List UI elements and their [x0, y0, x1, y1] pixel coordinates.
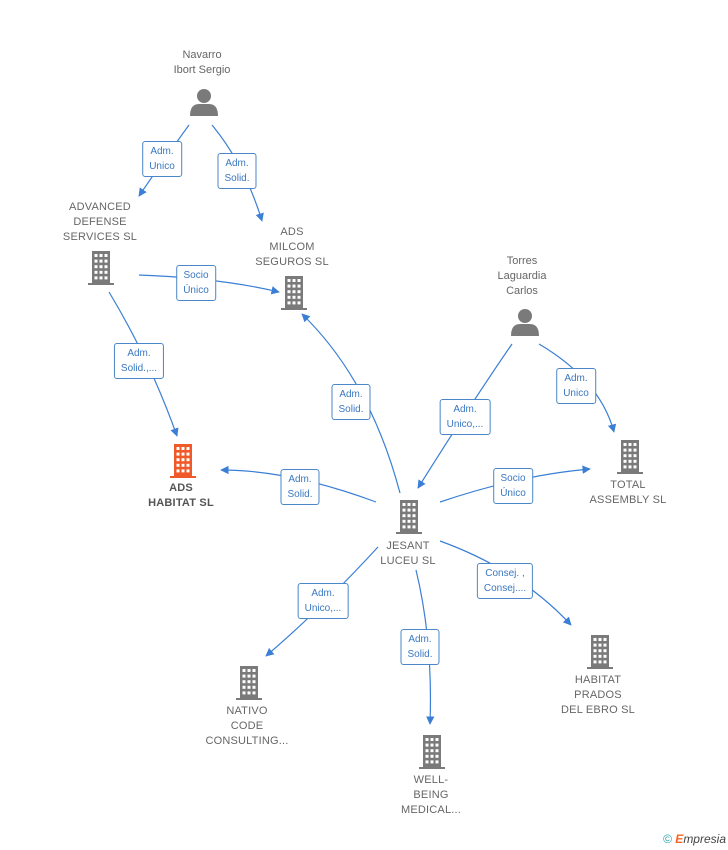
brand-logo[interactable]: Empresia	[675, 832, 726, 846]
building-icon-prados[interactable]	[587, 635, 613, 669]
node-label-prados[interactable]: HABITAT PRADOS DEL EBRO SL	[561, 674, 635, 716]
copyright-symbol: ©	[663, 832, 672, 846]
building-icon-wellbeing[interactable]	[419, 735, 445, 769]
edge-label-jesant-to-wellbeing[interactable]: Adm. Solid.	[400, 629, 440, 665]
node-label-habitat[interactable]: ADS HABITAT SL	[148, 482, 214, 509]
edge-label-navarro-to-milcom[interactable]: Adm. Solid.	[217, 153, 257, 189]
node-label-milcom[interactable]: ADS MILCOM SEGUROS SL	[255, 226, 329, 268]
edge-label-advanced-to-habitat[interactable]: Adm. Solid.,...	[113, 343, 165, 379]
node-label-wellbeing[interactable]: WELL- BEING MEDICAL...	[400, 774, 462, 816]
edge-label-jesant-to-habitat[interactable]: Adm. Solid.	[280, 469, 320, 505]
node-label-total[interactable]: TOTAL ASSEMBLY SL	[589, 479, 667, 506]
building-icon-advanced[interactable]	[88, 251, 114, 285]
building-icon-habitat[interactable]	[170, 444, 196, 478]
node-label-advanced[interactable]: ADVANCED DEFENSE SERVICES SL	[62, 201, 138, 243]
building-icon-nativo[interactable]	[236, 666, 262, 700]
edge-label-torres-to-total[interactable]: Adm. Unico	[556, 368, 596, 404]
footer-brand: © Empresia	[663, 832, 726, 846]
node-label-navarro[interactable]: Navarro Ibort Sergio	[173, 49, 231, 76]
building-icon-milcom[interactable]	[281, 276, 307, 310]
node-label-torres[interactable]: Torres Laguardia Carlos	[497, 255, 547, 297]
edge-label-advanced-to-milcom[interactable]: Socio Único	[176, 265, 216, 301]
person-icon-navarro[interactable]	[190, 89, 218, 116]
person-icon-torres[interactable]	[511, 309, 539, 336]
edge-label-jesant-to-total[interactable]: Socio Único	[493, 468, 533, 504]
edge-label-torres-to-jesant[interactable]: Adm. Unico,...	[439, 399, 491, 435]
node-label-nativo[interactable]: NATIVO CODE CONSULTING...	[205, 705, 289, 747]
building-icon-total[interactable]	[617, 440, 643, 474]
icons-layer	[88, 89, 643, 769]
edge-label-jesant-to-milcom[interactable]: Adm. Solid.	[331, 384, 371, 420]
edges-layer	[108, 124, 617, 725]
edge-label-navarro-to-advanced[interactable]: Adm. Unico	[142, 141, 182, 177]
building-icon-jesant[interactable]	[396, 500, 422, 534]
edge-label-jesant-to-prados[interactable]: Consej. , Consej....	[476, 563, 534, 599]
edge-label-jesant-to-nativo[interactable]: Adm. Unico,...	[297, 583, 349, 619]
node-label-jesant[interactable]: JESANT LUCEU SL	[380, 540, 436, 567]
